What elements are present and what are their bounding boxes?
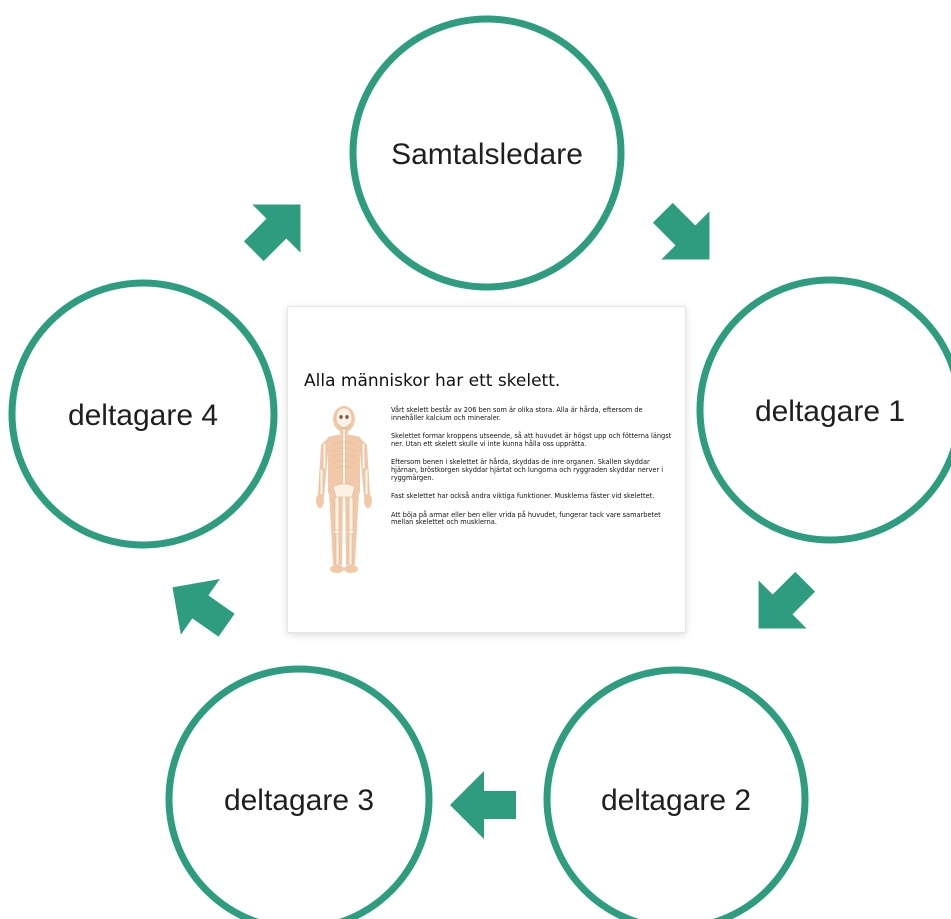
slide-paragraph: Skelettet formar kroppens utseende, så a… xyxy=(391,432,672,448)
slide-paragraph: Fast skelettet har också andra viktiga f… xyxy=(391,492,655,501)
slide-title: Alla människor har ett skelett. xyxy=(304,371,561,391)
skeleton-illustration xyxy=(316,406,372,573)
node-participant-4-label: deltagare 4 xyxy=(68,399,218,432)
slide-paragraph: Vårt skelett består av 206 ben som är ol… xyxy=(391,406,643,422)
node-participant-3-label: deltagare 3 xyxy=(224,784,374,817)
node-leader-label: Samtalsledare xyxy=(391,138,583,171)
node-participant-1-label: deltagare 1 xyxy=(755,395,905,428)
node-leader: Samtalsledare xyxy=(349,15,625,291)
slide-paragraph: Eftersom benen i skelettet är hårda, sky… xyxy=(391,458,664,482)
arrow-p2-to-p3 xyxy=(450,771,516,839)
arrow-p1-to-p2 xyxy=(734,557,830,653)
slide-body: Vårt skelett består av 206 ben som är ol… xyxy=(391,406,675,538)
arrow-p3-to-p4 xyxy=(153,559,247,654)
slide-paragraph: Att böja på armar eller ben eller vrida … xyxy=(391,510,661,527)
arrow-p4-to-leader xyxy=(229,180,325,276)
node-participant-3: deltagare 3 xyxy=(165,665,433,919)
node-participant-1: deltagare 1 xyxy=(696,276,951,544)
arrow-leader-to-p1 xyxy=(638,188,734,284)
slide-thumbnail: Alla människor har ett skelett. xyxy=(288,307,685,632)
node-participant-2-label: deltagare 2 xyxy=(601,784,751,817)
node-participant-2: deltagare 2 xyxy=(543,666,809,919)
node-participant-4: deltagare 4 xyxy=(8,279,278,549)
